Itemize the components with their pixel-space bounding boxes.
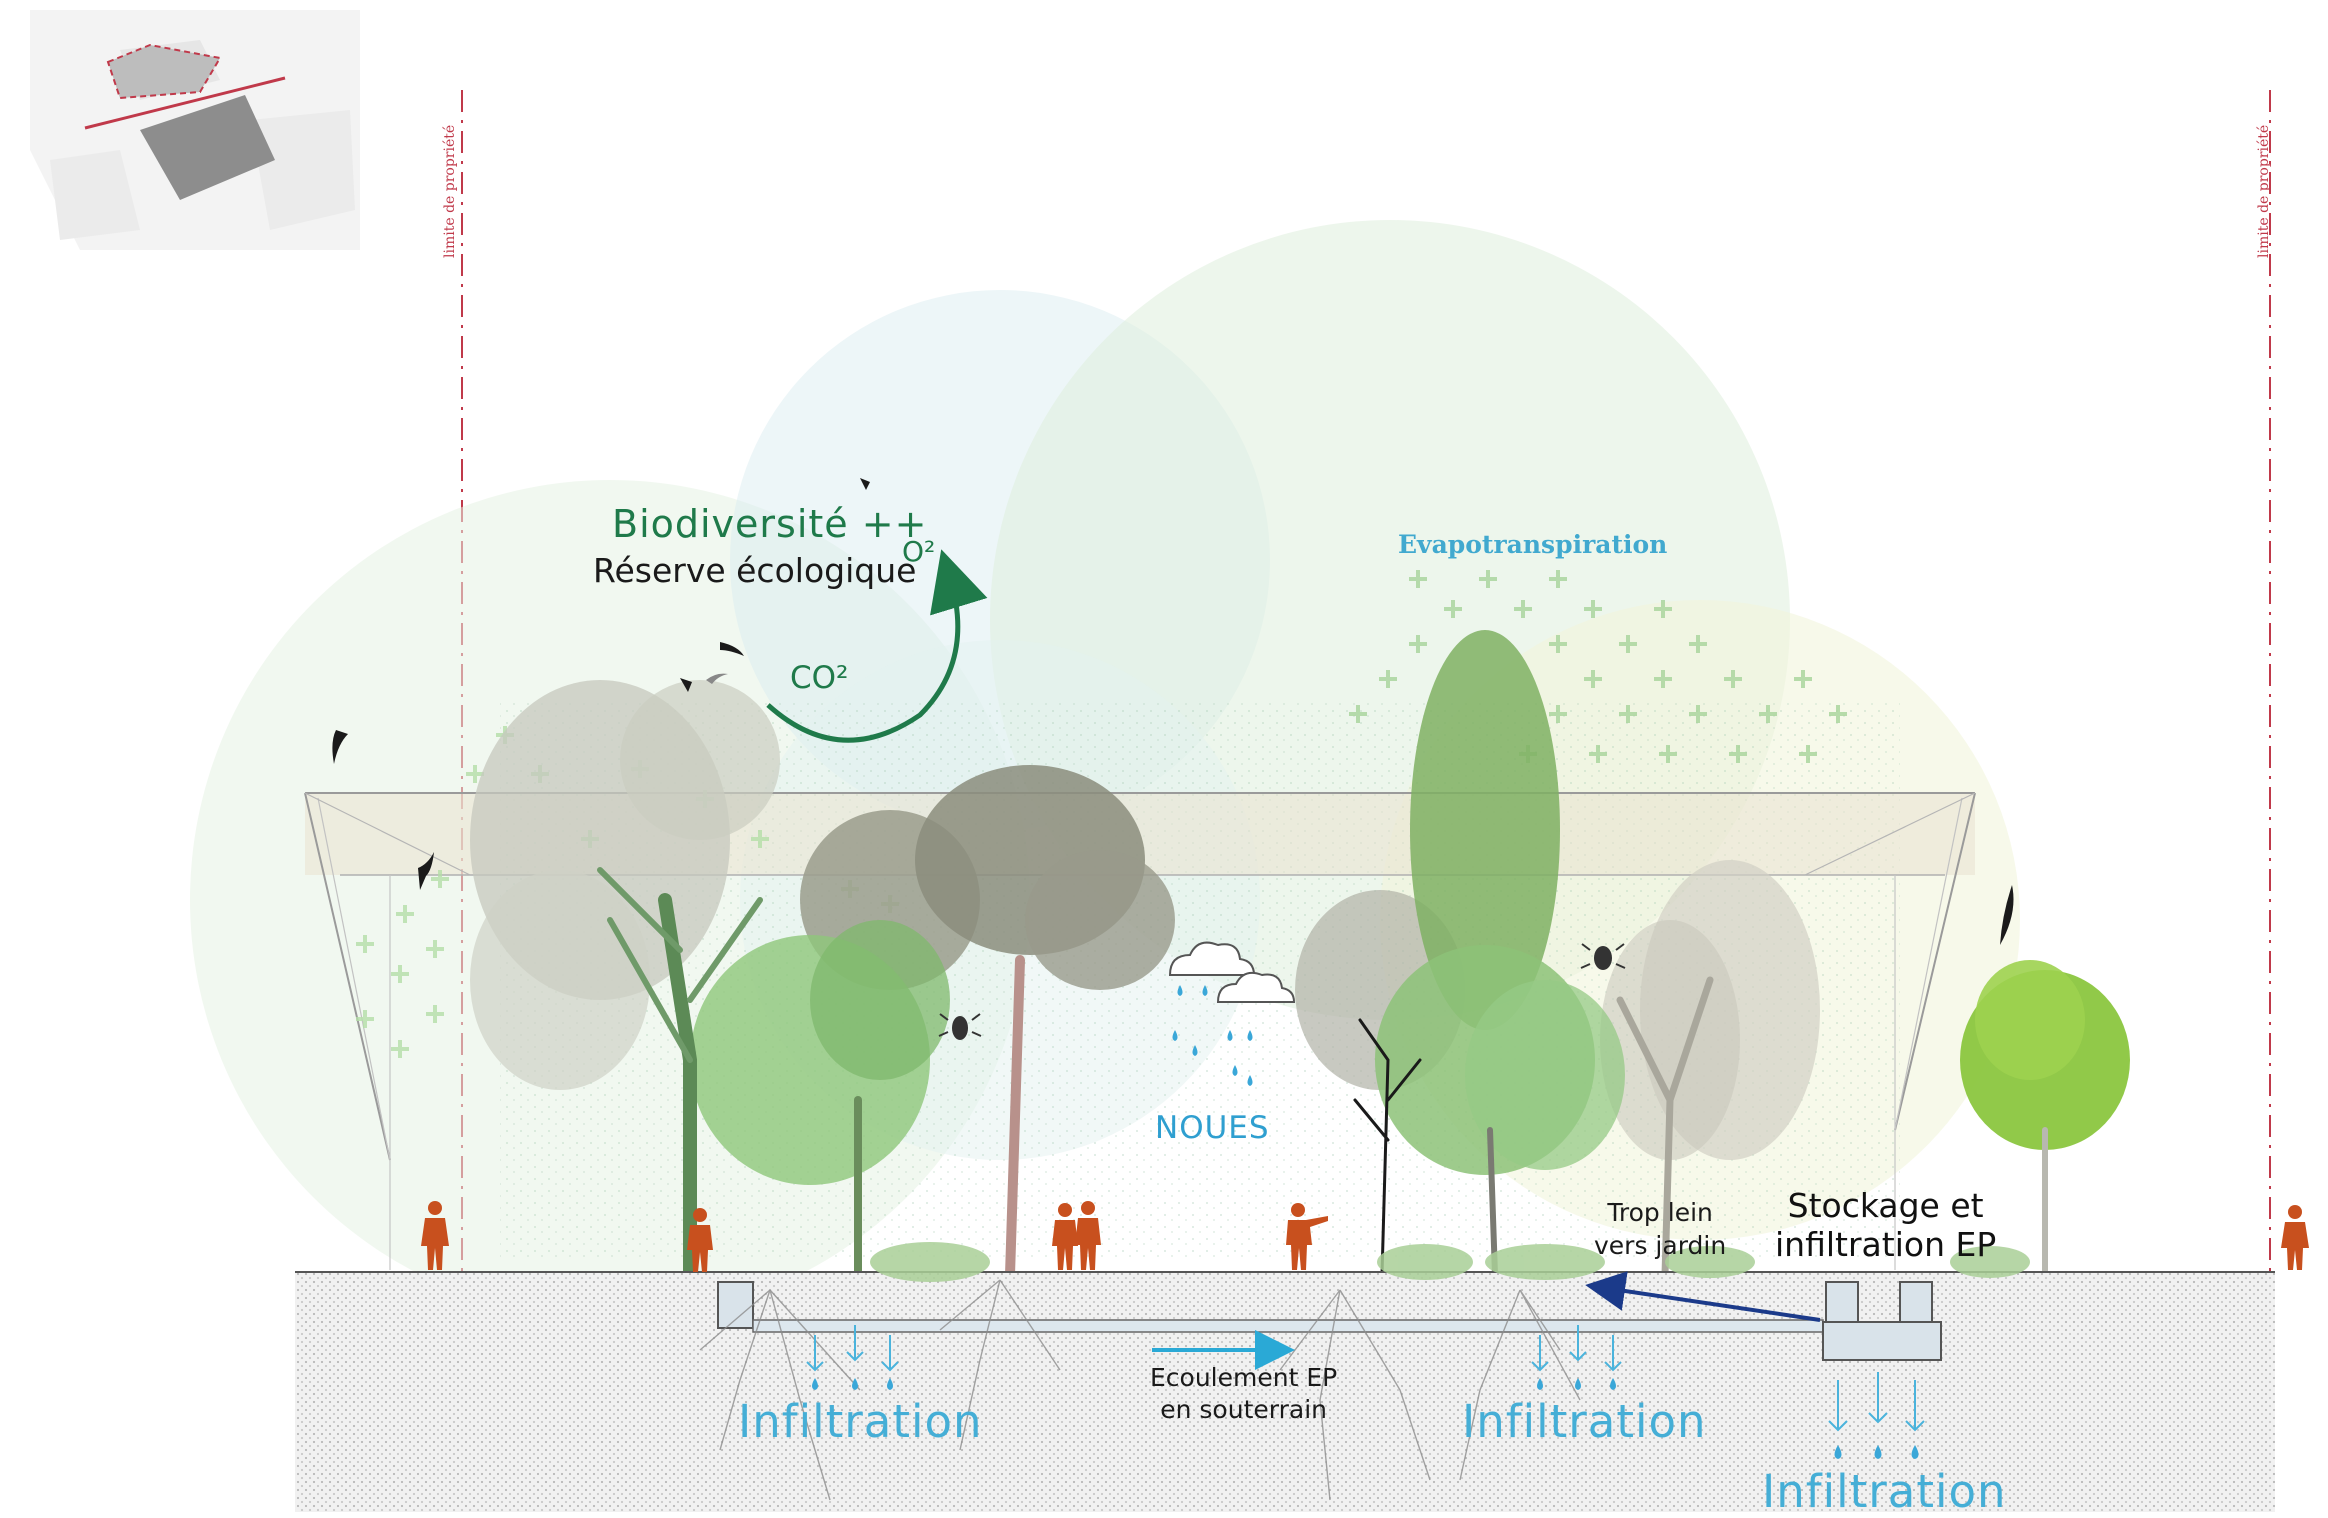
overflow-label: Trop lein vers jardin	[1594, 1196, 1726, 1262]
overflow-label-line1: Trop lein	[1607, 1198, 1713, 1227]
evapotranspiration-plus-marks	[1349, 570, 1847, 763]
storage-label: Stockage et infiltration EP	[1775, 1186, 1996, 1264]
o2-label: O²	[902, 535, 936, 568]
infiltration-label-2: Infiltration	[1462, 1395, 1707, 1448]
cloud-icon	[1168, 941, 1296, 1003]
overflow-label-line2: vers jardin	[1594, 1231, 1727, 1260]
rain-drop-icon	[812, 1378, 1919, 1459]
green-trees	[690, 630, 2130, 1185]
tree-roots	[699, 1279, 1581, 1501]
rain-drop-icon	[1172, 985, 1253, 1086]
co2-label: CO²	[790, 660, 849, 696]
underground-flow-label: Ecoulement EP en souterrain	[1150, 1362, 1337, 1426]
infiltration-arrows	[806, 1325, 1925, 1432]
property-limit-label-left: limite de propriété	[442, 124, 458, 258]
evapotranspiration-label: Evapotranspiration	[1398, 530, 1668, 559]
overflow-arrow	[1585, 1271, 1821, 1322]
infiltration-label-1: Infiltration	[738, 1395, 983, 1448]
tree-trunks	[597, 867, 2048, 1282]
biodiversity-label: Biodiversité ++	[612, 502, 928, 546]
person-icon	[421, 1201, 2309, 1272]
carbon-cycle-arrow	[766, 549, 988, 743]
ground	[295, 1272, 2275, 1512]
shrubs	[870, 1242, 2030, 1282]
storage-label-line2: infiltration EP	[1775, 1225, 1997, 1264]
noues-label: NOUES	[1155, 1110, 1270, 1146]
underground-flow-line2: en souterrain	[1160, 1395, 1327, 1424]
ecological-reserve-label: Réserve écologique	[593, 551, 917, 590]
bird-icon	[332, 478, 2014, 945]
underground-flow-line1: Ecoulement EP	[1150, 1363, 1338, 1392]
locator-map	[30, 10, 360, 250]
infiltration-label-3: Infiltration	[1762, 1465, 2007, 1518]
insect-icon	[938, 943, 1626, 1040]
storage-label-line1: Stockage et	[1787, 1186, 1984, 1225]
property-limit-label-right: limite de propriété	[2256, 124, 2272, 258]
